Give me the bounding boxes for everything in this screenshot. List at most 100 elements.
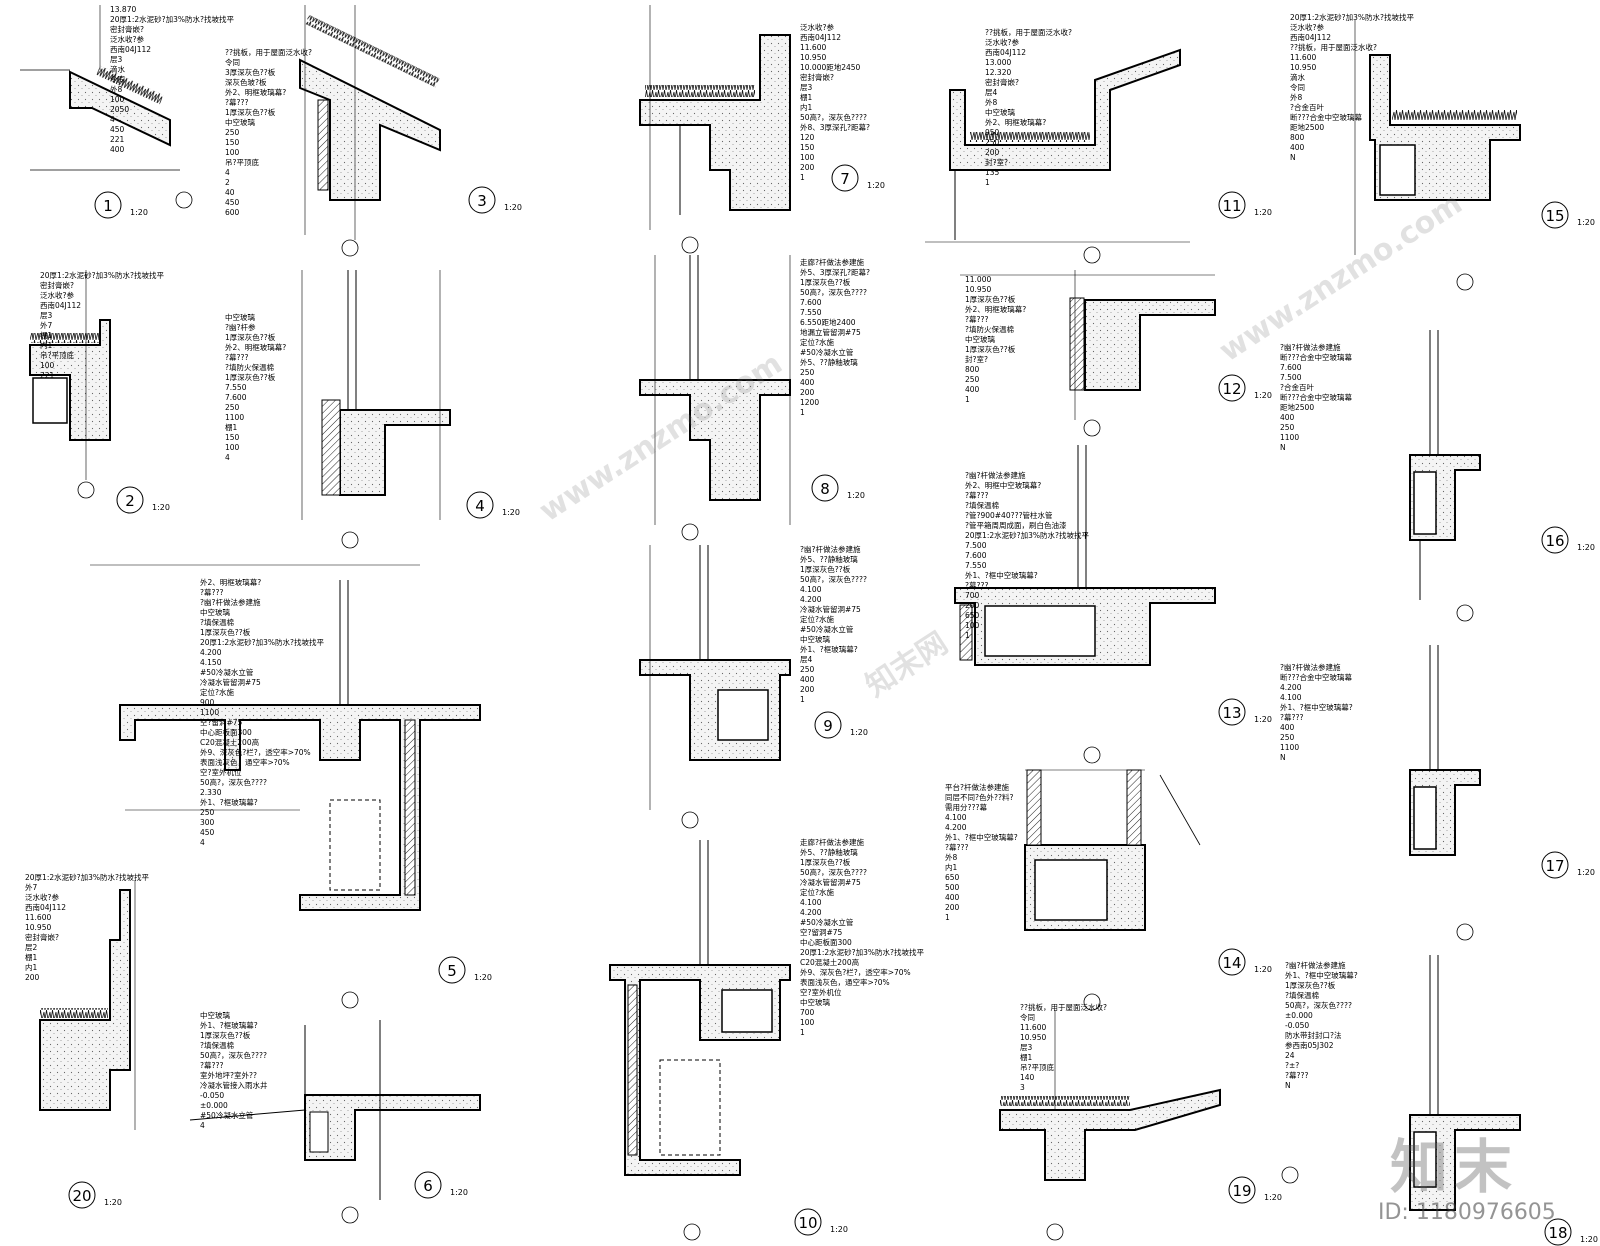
detail-label: 外9、深灰色?栏?，透空率>70% <box>200 747 311 757</box>
detail-14 <box>1024 769 1246 1011</box>
detail-label: 250 <box>1280 423 1295 432</box>
detail-scale: 1:20 <box>847 491 865 500</box>
detail-label: ?填保温棉 <box>965 500 999 510</box>
detail-number: 9 <box>823 717 833 735</box>
detail-label: 棚1 <box>225 422 237 432</box>
detail-label: 3 <box>1020 1083 1025 1092</box>
detail-label: 吊?平顶底 <box>225 157 259 167</box>
detail-label: 密封膏嵌? <box>25 932 59 942</box>
detail-number: 17 <box>1545 857 1564 875</box>
detail-label: 同层不同?色外??料? <box>945 792 1013 802</box>
detail-label: 140 <box>1020 1073 1035 1082</box>
detail-label: 11.600 <box>800 43 826 52</box>
detail-3 <box>299 5 496 257</box>
detail-5 <box>90 564 481 1009</box>
detail-label: 令同 <box>1020 1012 1035 1022</box>
detail-label: 断???合金中空玻璃幕 <box>1280 392 1352 402</box>
detail-label: #50冷凝水立管 <box>200 1110 254 1120</box>
detail-label: 7.600 <box>1280 363 1302 372</box>
detail-label: 100 <box>800 1018 815 1027</box>
detail-label: 7.550 <box>800 308 822 317</box>
detail-scale: 1:20 <box>1254 208 1272 217</box>
detail-label: 250 <box>800 665 815 674</box>
detail-number: 18 <box>1548 1224 1567 1242</box>
detail-label: 泛水收?参 <box>110 34 144 44</box>
detail-label: #50冷凝水立管 <box>200 667 254 677</box>
detail-label: C20混凝土200高 <box>800 957 860 967</box>
detail-label: 冷凝水管接入雨水井 <box>200 1080 268 1090</box>
detail-label: 4.200 <box>945 823 967 832</box>
detail-label: ?幽?杆做法参建施 <box>1280 342 1341 352</box>
detail-label: ?幕??? <box>965 490 988 500</box>
detail-label: 11.600 <box>1290 53 1316 62</box>
detail-label: 封?室? <box>965 354 988 364</box>
detail-label: 250 <box>1280 733 1295 742</box>
detail-label: 200 <box>965 601 980 610</box>
detail-label: 4.100 <box>1280 693 1302 702</box>
detail-label: 1 <box>945 913 950 922</box>
detail-label: 西南04J112 <box>110 44 151 54</box>
detail-label: 西南04J112 <box>985 47 1026 57</box>
detail-label: 250 <box>225 403 240 412</box>
detail-scale: 1:20 <box>1577 218 1595 227</box>
detail-label: 4.200 <box>800 595 822 604</box>
detail-label: -0.050 <box>1285 1021 1309 1030</box>
detail-label: 内1 <box>25 962 37 972</box>
detail-label: 1 <box>965 631 970 640</box>
detail-label: 1厚深灰色??板 <box>200 1030 251 1040</box>
detail-label: 100 <box>965 621 980 630</box>
detail-label: 4.200 <box>1280 683 1302 692</box>
detail-label: 1 <box>985 178 990 187</box>
detail-label: 外1、?框中空玻璃幕? <box>965 570 1038 580</box>
detail-label: 400 <box>800 675 815 684</box>
detail-1 <box>20 5 193 219</box>
detail-label: ??挑板，用于屋面泛水收? <box>225 47 312 57</box>
detail-label: 滴水 <box>110 64 125 74</box>
detail-label: -0.050 <box>200 1091 224 1100</box>
detail-label: 11.000 <box>965 275 991 284</box>
detail-label: 外5、3厚深孔?距幕? <box>800 267 870 277</box>
detail-number: 8 <box>820 480 830 498</box>
detail-label: 室外地坪?室外?? <box>200 1070 257 1080</box>
detail-label: 200 <box>800 685 815 694</box>
detail-label: 1100 <box>1280 433 1299 442</box>
detail-label: 中空玻璃 <box>800 634 830 644</box>
detail-label: 20厚1:2水泥砂?加3%防水?找坡找平 <box>800 947 924 957</box>
detail-number: 4 <box>475 497 485 515</box>
detail-label: 密封膏嵌? <box>985 77 1019 87</box>
detail-label: 西南04J112 <box>40 300 81 310</box>
detail-label: 密封膏嵌? <box>40 280 74 290</box>
detail-label: 层3 <box>800 83 812 92</box>
detail-label: 棚1 <box>25 952 37 962</box>
detail-label: 令同 <box>225 57 240 67</box>
detail-label: 10.950 <box>25 923 51 932</box>
detail-label: 700 <box>800 1008 815 1017</box>
detail-label: 密封膏嵌? <box>800 72 834 82</box>
detail-9 <box>639 545 842 829</box>
detail-label: 900 <box>200 698 215 707</box>
detail-label: 层4 <box>985 88 997 97</box>
detail-label: ±0.000 <box>1285 1011 1313 1020</box>
detail-label: 1厚深灰色??板 <box>225 332 276 342</box>
detail-label: 外2、明框玻璃幕? <box>985 117 1046 127</box>
detail-label: 10.950 <box>1290 63 1316 72</box>
detail-label: 400 <box>110 145 125 154</box>
detail-label: 400 <box>945 893 960 902</box>
detail-label: 50高?，深灰色???? <box>800 867 867 877</box>
detail-label: 1100 <box>225 413 244 422</box>
detail-label: 外9、深灰色?栏?，透空率>70% <box>800 967 911 977</box>
detail-label: 300 <box>200 818 215 827</box>
detail-label: 6.550距地2400 <box>800 317 856 327</box>
detail-label: 外8、3厚深孔?距幕? <box>800 122 870 132</box>
detail-scale: 1:20 <box>1577 543 1595 552</box>
detail-scale: 1:20 <box>1254 391 1272 400</box>
detail-label: 250 <box>965 375 980 384</box>
